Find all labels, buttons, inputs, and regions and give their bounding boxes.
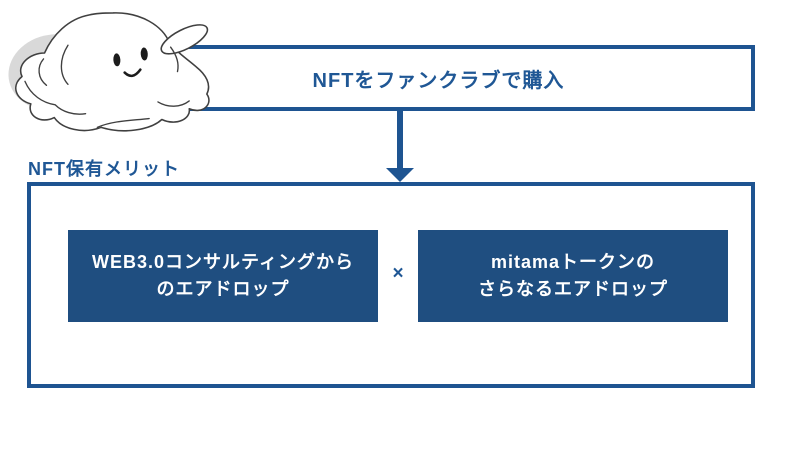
benefits-section-title: NFT保有メリット — [28, 159, 180, 179]
down-arrow-line — [397, 111, 403, 169]
purchase-step-box: NFTをファンクラブで購入 — [122, 45, 755, 111]
benefit-card-label: mitamaトークンの さらなるエアドロップ — [478, 252, 668, 299]
down-arrow-head-icon — [386, 168, 414, 182]
purchase-step-label: NFTをファンクラブで購入 — [312, 69, 565, 92]
benefit-card-consulting-airdrop: WEB3.0コンサルティングから のエアドロップ — [68, 230, 378, 322]
benefit-card-label: WEB3.0コンサルティングから のエアドロップ — [92, 252, 354, 299]
multiply-symbol: × — [392, 263, 404, 284]
white-blob-mascot-icon — [8, 12, 210, 132]
benefit-card-mitama-airdrop: mitamaトークンの さらなるエアドロップ — [418, 230, 728, 322]
